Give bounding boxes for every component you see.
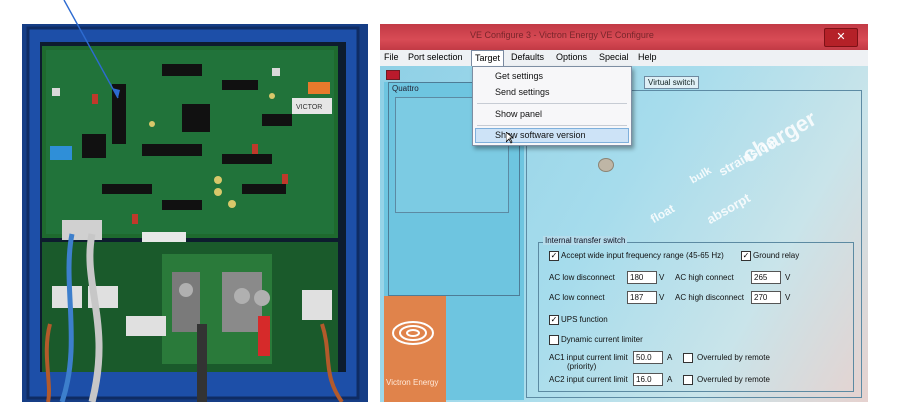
ac-high-connect-field[interactable]: 265 [751,271,781,284]
ground-relay-label: Ground relay [753,251,800,260]
close-icon: ✕ [836,31,846,43]
svg-text:VICTOR: VICTOR [296,104,322,111]
ac-high-disconnect-field[interactable]: 270 [751,291,781,304]
menu-item-get-settings[interactable]: Get settings [495,71,544,81]
language-flag-icon[interactable] [386,70,400,80]
accept-wide-label: Accept wide input frequency range (45-65… [561,251,724,260]
ac-high-connect-label: AC high connect [675,273,734,282]
brand-name: Victron Energy [386,378,439,387]
ac2-limit-field[interactable]: 16.0 [633,373,663,386]
ac-low-disconnect-field[interactable]: 180 [627,271,657,284]
ac1-limit-label: AC1 input current limit [549,353,628,362]
window-title: VE Configure 3 - Victron Energy VE Confi… [470,30,654,40]
ups-function-checkbox[interactable]: ✓ [549,315,559,325]
device-label: Quattro [392,84,419,93]
target-menu: Get settings Send settings Show panel Sh… [472,66,632,146]
menu-item-send-settings[interactable]: Send settings [495,87,550,97]
ac-low-connect-field[interactable]: 187 [627,291,657,304]
menu-target[interactable]: Target [471,50,505,68]
menu-separator [477,125,627,126]
menu-bar: File Port selection Target Defaults Opti… [380,50,868,68]
internal-transfer-switch: Internal transfer switch ✓ Accept wide i… [538,236,854,392]
dynamic-limiter-checkbox[interactable] [549,335,559,345]
ac-low-connect-label: AC low connect [549,293,605,302]
mouse-cursor-icon [506,132,514,144]
menu-highlight [475,128,629,143]
brand-panel [384,296,446,402]
unit-v: V [659,293,665,302]
unit-v: V [785,293,791,302]
inverter-board-photo: VICTOR [22,24,368,402]
unit-a: A [667,375,673,384]
ac1-overruled-label: Overruled by remote [697,353,770,362]
tab-virtual-switch[interactable]: Virtual switch [644,76,699,89]
ac-low-disconnect-label: AC low disconnect [549,273,615,282]
settings-panel [526,90,862,398]
ac1-limit-field[interactable]: 50.0 [633,351,663,364]
unit-v: V [659,273,665,282]
panel-knob [598,158,614,172]
unit-a: A [667,353,673,362]
dynamic-limiter-label: Dynamic current limiter [561,335,643,344]
ac-high-disconnect-label: AC high disconnect [675,293,744,302]
menu-defaults[interactable]: Defaults [511,52,545,62]
device-frame: Quattro [388,82,520,296]
ups-function-label: UPS function [561,315,608,324]
close-button[interactable]: ✕ [824,28,858,47]
menu-item-show-panel[interactable]: Show panel [495,109,543,119]
menu-port-selection[interactable]: Port selection [408,52,463,62]
ac1-overruled-checkbox[interactable] [683,353,693,363]
menu-help[interactable]: Help [638,52,657,62]
ve-configure-window: VE Configure 3 - Victron Energy VE Confi… [380,24,868,402]
unit-v: V [785,273,791,282]
ac2-overruled-checkbox[interactable] [683,375,693,385]
menu-item-show-software-version[interactable]: Show software version [495,130,586,140]
ac2-limit-label: AC2 input current limit [549,375,628,384]
menu-special[interactable]: Special [599,52,629,62]
ac2-overruled-label: Overruled by remote [697,375,770,384]
victron-logo-icon [392,321,434,345]
ground-relay-checkbox[interactable]: ✓ [741,251,751,261]
menu-options[interactable]: Options [556,52,588,62]
accept-wide-checkbox[interactable]: ✓ [549,251,559,261]
title-bar: VE Configure 3 - Victron Energy VE Confi… [380,24,868,50]
ac1-priority-label: (priority) [567,362,597,371]
menu-separator [477,103,627,104]
device-column: Quattro Victron Energy [384,82,524,402]
transfer-switch-legend: Internal transfer switch [543,236,628,245]
menu-file[interactable]: File [384,52,399,62]
tab-strip: Virtual switch [644,76,699,89]
